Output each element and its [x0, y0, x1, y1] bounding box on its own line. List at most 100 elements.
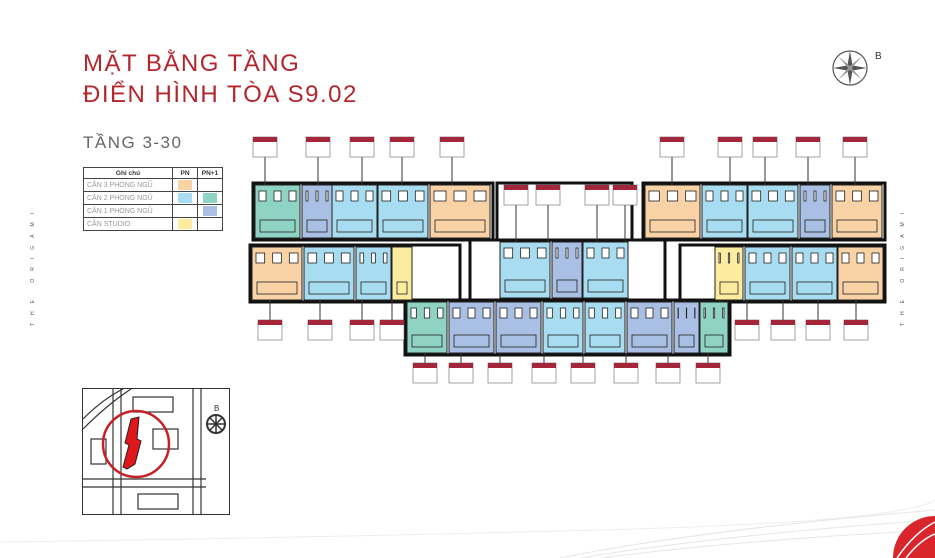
- room-furniture: [467, 307, 476, 319]
- room-furniture: [398, 190, 408, 202]
- room-furniture: [340, 252, 351, 264]
- room-furniture: [601, 307, 609, 319]
- room-furniture: [588, 307, 595, 319]
- room-furniture: [359, 252, 365, 264]
- room-furniture: [559, 307, 567, 319]
- room-furniture: [778, 252, 787, 264]
- unit-tag-header: [571, 363, 595, 368]
- room-furniture: [825, 252, 834, 264]
- map-compass-letter: B: [214, 404, 219, 413]
- unit-tag-header: [536, 185, 560, 190]
- room-furniture: [737, 252, 740, 264]
- room-wall: [804, 219, 826, 233]
- room-furniture: [536, 247, 547, 259]
- room-wall: [678, 334, 695, 348]
- room-furniture: [350, 190, 359, 202]
- unit-tag-header: [390, 137, 414, 142]
- room-furniture: [453, 190, 467, 202]
- room-furniture: [258, 190, 267, 202]
- room-furniture: [703, 307, 706, 319]
- room-furniture: [795, 252, 804, 264]
- room-furniture: [630, 307, 639, 319]
- unit-tag-header: [613, 185, 637, 190]
- compass-icon: [830, 48, 870, 93]
- room-furniture: [718, 252, 721, 264]
- title-line-1: MẶT BẰNG TẦNG: [83, 50, 301, 77]
- room-wall: [500, 334, 537, 348]
- room-wall: [704, 334, 724, 348]
- decorative-waves: [0, 499, 935, 558]
- room-furniture: [735, 190, 744, 202]
- room-wall: [556, 279, 578, 293]
- unit-tag-header: [796, 137, 820, 142]
- unit-tag-header: [449, 363, 473, 368]
- unit-tag-header: [843, 137, 867, 142]
- unit-tag-header: [306, 137, 330, 142]
- color-swatch: [178, 180, 192, 190]
- room-furniture: [273, 190, 282, 202]
- room-furniture: [823, 190, 827, 202]
- room-furniture: [452, 307, 461, 319]
- room-wall: [836, 219, 878, 233]
- color-swatch: [178, 193, 192, 203]
- compass-letter: B: [875, 51, 882, 62]
- room-wall: [336, 219, 373, 233]
- unit-tag-header: [771, 320, 795, 325]
- unit-tag-header: [258, 320, 282, 325]
- unit-tag-header: [753, 137, 777, 142]
- room-furniture: [288, 252, 299, 264]
- room-furniture: [871, 252, 880, 264]
- room-wall: [360, 281, 387, 295]
- room-furniture: [307, 252, 318, 264]
- room-furniture: [272, 252, 282, 264]
- room-furniture: [712, 307, 716, 319]
- room-furniture: [555, 247, 559, 259]
- room-furniture: [748, 252, 757, 264]
- unit-tag-header: [350, 320, 374, 325]
- unit-tag-header: [735, 320, 759, 325]
- unit-tag-header: [413, 363, 437, 368]
- room-furniture: [381, 190, 392, 202]
- room-furniture: [586, 247, 595, 259]
- room-furniture: [660, 307, 669, 319]
- unit-tag-header: [504, 185, 528, 190]
- room-furniture: [615, 307, 622, 319]
- room-wall: [587, 279, 624, 293]
- room-furniture: [768, 190, 778, 202]
- room-furniture: [423, 307, 431, 319]
- room-furniture: [645, 307, 654, 319]
- room-wall: [453, 334, 490, 348]
- room-furniture: [433, 190, 447, 202]
- room-furniture: [784, 190, 795, 202]
- room-furniture: [288, 190, 297, 202]
- room-wall: [547, 334, 579, 348]
- room-furniture: [325, 190, 329, 202]
- room-wall: [256, 281, 298, 295]
- room-furniture: [856, 252, 865, 264]
- room-furniture: [529, 307, 538, 319]
- unit-tag-header: [718, 137, 742, 142]
- room-furniture: [410, 307, 417, 319]
- room-furniture: [565, 247, 569, 259]
- title-line-2: ĐIỂN HÌNH TÒA S9.02: [83, 81, 358, 108]
- room-furniture: [482, 307, 491, 319]
- room-furniture: [648, 190, 660, 202]
- room-furniture: [335, 190, 344, 202]
- unit-tag-header: [806, 320, 830, 325]
- room-wall: [434, 219, 486, 233]
- room-furniture: [546, 307, 553, 319]
- page-title: MẶT BẰNG TẦNG ĐIỂN HÌNH TÒA S9.02: [83, 48, 358, 110]
- unit-tag-header: [380, 320, 404, 325]
- unit-tag-header: [488, 363, 512, 368]
- room-furniture: [520, 247, 530, 259]
- room-furniture: [751, 190, 762, 202]
- unit-tag-header: [696, 363, 720, 368]
- legend-row: CĂN 2 PHÒNG NGỦ: [83, 191, 223, 205]
- unit-tag-header: [844, 320, 868, 325]
- room-furniture: [575, 247, 579, 259]
- room-wall: [796, 281, 833, 295]
- room-furniture: [722, 307, 725, 319]
- room-furniture: [601, 247, 610, 259]
- unit-tag-header: [308, 320, 332, 325]
